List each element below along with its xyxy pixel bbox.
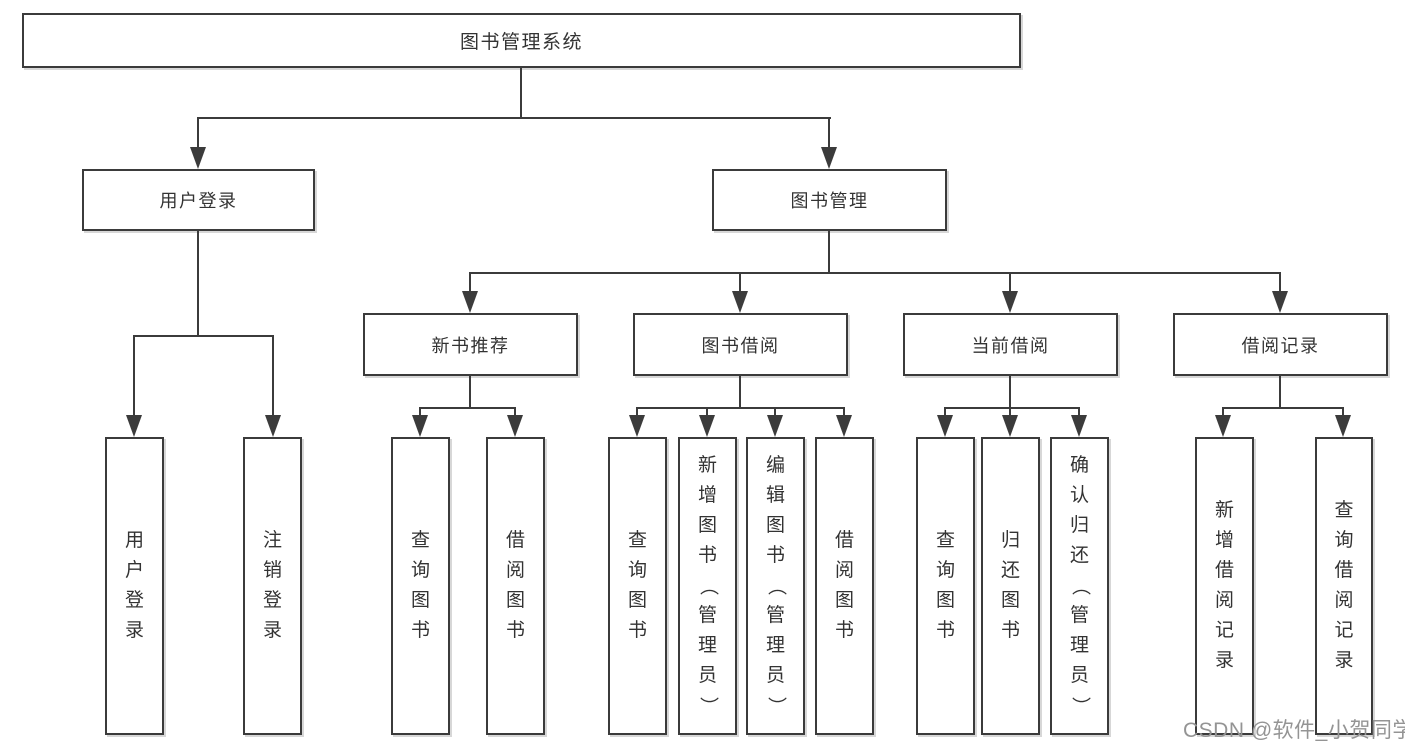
node-current-borrow: 当前借阅	[903, 313, 1118, 376]
connector-to-leaf-user-login	[133, 335, 135, 416]
node-label: 确认归还（管理员）	[1069, 455, 1091, 716]
leaf-records-add-record: 新增借阅记录	[1195, 437, 1254, 735]
connector-leaf-stem	[944, 407, 946, 416]
connector-leaf-stem	[1222, 407, 1224, 416]
node-label: 查询图书	[410, 530, 430, 641]
node-label: 注销登录	[262, 530, 282, 641]
leaf-current-query-books: 查询图书	[916, 437, 975, 735]
connector-leaf-stem	[419, 407, 421, 416]
connector-new-book-bar	[420, 407, 516, 409]
arrow-head-icon	[1335, 415, 1351, 437]
arrow-head-icon	[699, 415, 715, 437]
leaf-current-return-books: 归还图书	[981, 437, 1040, 735]
leaf-borrow-add-books-admin: 新增图书（管理员）	[678, 437, 737, 735]
node-label: 查询借阅记录	[1334, 500, 1354, 671]
arrow-head-icon	[190, 147, 206, 169]
node-label: 图书管理	[790, 191, 869, 211]
node-library-management-system: 图书管理系统	[22, 13, 1021, 68]
node-label: 用户登录	[124, 530, 144, 641]
arrow-head-icon	[836, 415, 852, 437]
arrow-head-icon	[732, 291, 748, 313]
arrow-head-icon	[1071, 415, 1087, 437]
node-label: 归还图书	[1000, 530, 1020, 641]
arrow-head-icon	[629, 415, 645, 437]
arrow-head-icon	[1215, 415, 1231, 437]
connector-to-user-login	[197, 117, 199, 150]
connector-leaf-stem	[1009, 407, 1011, 416]
node-label: 查询图书	[627, 530, 647, 641]
connector-book-management-stem	[828, 231, 830, 272]
node-label: 图书借阅	[701, 335, 780, 356]
node-label: 图书管理系统	[459, 32, 583, 53]
leaf-recommend-borrow-books: 借阅图书	[486, 437, 545, 735]
node-borrow-records: 借阅记录	[1173, 313, 1388, 376]
leaf-logout-login: 注销登录	[243, 437, 302, 735]
arrow-head-icon	[1002, 291, 1018, 313]
connector-book-borrow-bar	[637, 407, 845, 409]
connector-to-new-book	[469, 272, 471, 292]
leaf-records-query-record: 查询借阅记录	[1315, 437, 1373, 735]
connector-leaf-stem	[843, 407, 845, 416]
leaf-recommend-query-books: 查询图书	[391, 437, 450, 735]
arrow-head-icon	[462, 291, 478, 313]
connector-borrow-records-bar	[1223, 407, 1343, 409]
node-label: 当前借阅	[971, 335, 1050, 356]
node-label: 新增借阅记录	[1214, 500, 1234, 671]
watermark: CSDN @软件_小贺同学	[1183, 719, 1405, 742]
connector-leaf-stem	[636, 407, 638, 416]
connector-user-login-bar	[133, 335, 274, 337]
node-label: 用户登录	[159, 191, 238, 211]
connector-to-leaf-logout	[272, 335, 274, 416]
arrow-head-icon	[507, 415, 523, 437]
connector-root-stem	[520, 68, 522, 117]
leaf-user-login: 用户登录	[105, 437, 164, 735]
connector-to-book-borrow	[739, 272, 741, 292]
node-book-management: 图书管理	[712, 169, 947, 231]
node-user-login: 用户登录	[82, 169, 315, 231]
arrow-head-icon	[1272, 291, 1288, 313]
connector-leaf-stem	[1078, 407, 1080, 416]
connector-root-bar	[197, 117, 831, 119]
node-label: 新增图书（管理员）	[697, 455, 719, 716]
connector-book-borrow-stem	[739, 376, 741, 407]
arrow-head-icon	[412, 415, 428, 437]
arrow-head-icon	[937, 415, 953, 437]
node-new-book-recommend: 新书推荐	[363, 313, 578, 376]
connector-user-login-stem	[197, 231, 199, 335]
arrow-head-icon	[767, 415, 783, 437]
leaf-borrow-edit-books-admin: 编辑图书（管理员）	[746, 437, 805, 735]
arrow-head-icon	[821, 147, 837, 169]
leaf-borrow-query-books: 查询图书	[608, 437, 667, 735]
node-label: 新书推荐	[431, 335, 510, 356]
node-label: 借阅图书	[834, 530, 854, 641]
connector-to-current-borrow	[1009, 272, 1011, 292]
connector-to-book-management	[828, 117, 830, 150]
arrow-head-icon	[126, 415, 142, 437]
connector-current-borrow-bar	[945, 407, 1080, 409]
connector-leaf-stem	[514, 407, 516, 416]
node-label: 编辑图书（管理员）	[765, 455, 787, 716]
node-label: 借阅记录	[1241, 335, 1320, 356]
node-label: 查询图书	[935, 530, 955, 641]
connector-leaf-stem	[774, 407, 776, 416]
connector-leaf-stem	[1342, 407, 1344, 416]
connector-book-management-bar	[470, 272, 1281, 274]
arrow-head-icon	[265, 415, 281, 437]
leaf-borrow-borrow-books: 借阅图书	[815, 437, 874, 735]
connector-leaf-stem	[706, 407, 708, 416]
leaf-current-confirm-return-admin: 确认归还（管理员）	[1050, 437, 1109, 735]
node-label: 借阅图书	[505, 530, 525, 641]
node-book-borrow: 图书借阅	[633, 313, 848, 376]
connector-current-borrow-stem	[1009, 376, 1011, 407]
connector-new-book-stem	[469, 376, 471, 407]
connector-to-borrow-records	[1279, 272, 1281, 292]
connector-borrow-records-stem	[1279, 376, 1281, 407]
arrow-head-icon	[1002, 415, 1018, 437]
